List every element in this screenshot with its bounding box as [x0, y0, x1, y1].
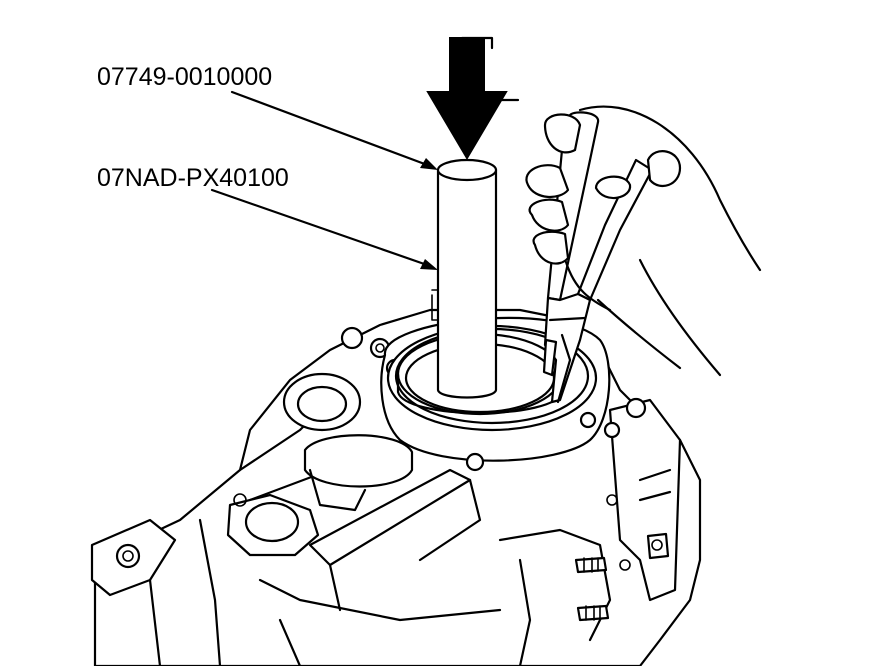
stud-bolts	[574, 556, 610, 622]
leader-lines	[210, 90, 438, 270]
snap-ring-pliers-icon	[525, 105, 762, 404]
transmission-housing	[90, 308, 702, 666]
callout-label-driver: 07749-0010000	[97, 63, 273, 91]
press-down-arrow-icon	[426, 36, 520, 160]
callout-label-attachment: 07NAD-PX40100	[97, 164, 289, 192]
driver-tool	[431, 158, 498, 399]
